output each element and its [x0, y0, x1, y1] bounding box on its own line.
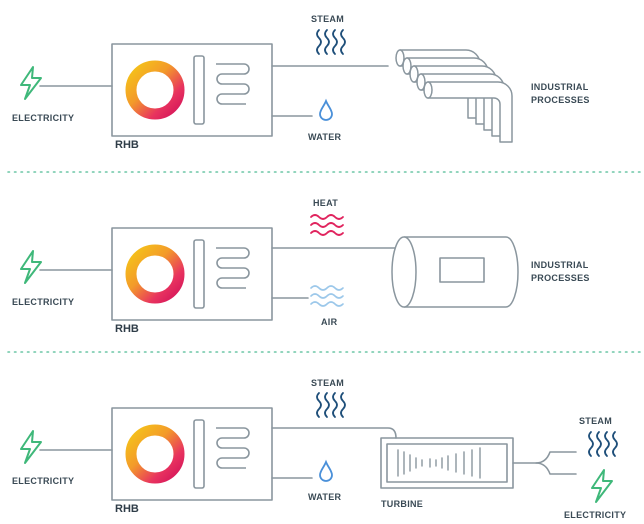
turbine-label: TURBINE [381, 499, 423, 509]
electricity-icon [20, 430, 42, 464]
steam-to-turbine-line [271, 427, 397, 439]
rhb-label: RHB [115, 139, 139, 151]
industrial-label-line1: INDUSTRIAL [531, 82, 589, 92]
steam-label: STEAM [311, 378, 344, 388]
electricity-label: ELECTRICITY [12, 297, 74, 307]
electricity-icon [20, 66, 42, 100]
out-steam-label: STEAM [579, 416, 612, 426]
heat-waves-icon [310, 214, 344, 236]
rhb-unit [112, 408, 272, 500]
water-label: WATER [308, 132, 342, 142]
out-steam-icon [588, 431, 618, 457]
rhb-unit [112, 44, 272, 136]
electricity-label: ELECTRICITY [12, 113, 74, 123]
steam-label: STEAM [311, 14, 344, 24]
out-electricity-label: ELECTRICITY [564, 510, 626, 520]
industrial-tank-icon [391, 236, 519, 308]
turbine-icon [380, 437, 514, 489]
rhb-label: RHB [115, 503, 139, 515]
steam-icon [316, 29, 346, 55]
out-electricity-icon [591, 469, 613, 503]
air-waves-icon [310, 285, 344, 307]
industrial-label-line2: PROCESSES [531, 95, 590, 105]
electricity-icon [20, 250, 42, 284]
industrial-label-line2: PROCESSES [531, 273, 590, 283]
water-drop-icon [319, 100, 333, 121]
turbine-to-steam-line [512, 451, 577, 464]
panel-1-steam-industrial: ELECTRICITY RHB STEAM WATER INDUSTRIAL P… [12, 14, 590, 151]
steam-icon [316, 392, 346, 418]
panel-2-heat-industrial: ELECTRICITY RHB HEAT AIR INDUSTRIAL PROC… [12, 198, 590, 335]
water-drop-icon [319, 461, 333, 482]
air-label: AIR [321, 317, 338, 327]
panel-3-steam-turbine: ELECTRICITY RHB STEAM WATER [12, 378, 626, 520]
industrial-pipes-icon [395, 49, 513, 143]
rhb-label: RHB [115, 323, 139, 335]
electricity-label: ELECTRICITY [12, 476, 74, 486]
rhb-unit [112, 228, 272, 320]
turbine-to-electricity-line [535, 462, 577, 475]
heat-label: HEAT [313, 198, 338, 208]
water-label: WATER [308, 492, 342, 502]
industrial-label-line1: INDUSTRIAL [531, 260, 589, 270]
